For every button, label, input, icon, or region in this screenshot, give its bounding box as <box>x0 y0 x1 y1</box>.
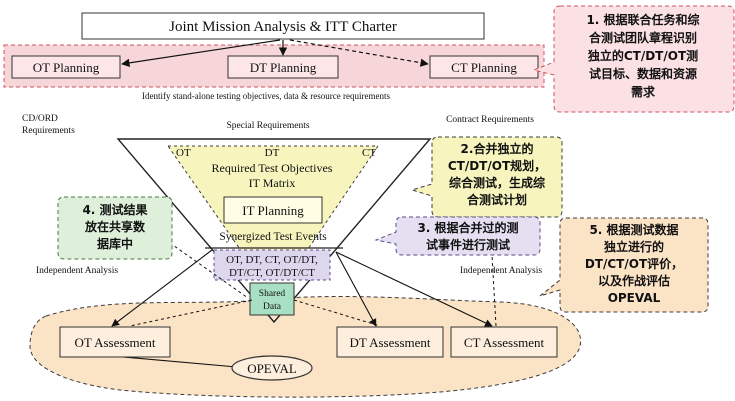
opeval-ellipse <box>231 355 313 381</box>
top-charter-box <box>81 12 485 40</box>
events-line-2: DT/CT, OT/DT/CT <box>229 267 315 279</box>
callout-5-line-3: DT/CT/OT评价， <box>585 257 683 271</box>
it-matrix-label: IT Matrix <box>249 176 296 190</box>
funnel-ot-label: OT <box>176 147 191 159</box>
callout-5-line-5: OPEVAL <box>608 291 661 305</box>
callout-1-line-3: 独立的CT/DT/OT测 <box>587 48 698 63</box>
callout-3-line-2: 试事件进行测试 <box>426 237 510 252</box>
shared-data-box <box>249 282 295 316</box>
callout-2-line-3: 综合测试，生成综 <box>449 175 545 190</box>
events-line-1: OT, DT, CT, OT/DT, <box>226 254 318 266</box>
funnel-ct-label: CT <box>362 147 376 159</box>
callout-4-line-1: 4. 测试结果 <box>82 202 147 217</box>
dashed-shared-to-ot <box>129 299 253 327</box>
dt-assessment-label: DT Assessment <box>349 335 430 350</box>
contract-requirements-label: Contract Requirements <box>446 115 534 125</box>
it-planning-label: IT Planning <box>242 203 304 218</box>
shared-data-line-2: Data <box>263 302 282 312</box>
ct-assessment-box <box>450 326 558 358</box>
ot-planning-box <box>11 55 121 79</box>
callout-1-line-1: 1. 根据联合任务和综 <box>586 12 699 27</box>
ct-planning-box <box>429 55 539 79</box>
callout-4-line-3: 据库中 <box>97 236 133 251</box>
callout-5-line-4: 以及作战评估 <box>598 273 670 288</box>
callout-5-line-1: 5. 根据测试数据 <box>589 222 678 237</box>
funnel-dt-label: DT <box>265 147 280 159</box>
special-requirements-label: Special Requirements <box>226 121 309 131</box>
independent-analysis-left: Independent Analysis <box>36 266 118 276</box>
callout-2-line-4: 合测试计划 <box>467 192 527 207</box>
line-to-dt-assessment <box>335 251 377 327</box>
test-events-box <box>213 249 331 281</box>
callout-2-line-2: CT/DT/OT规划， <box>448 158 546 173</box>
synergized-label: Synergized Test Events <box>219 231 327 243</box>
ct-planning-label: CT Planning <box>451 60 517 75</box>
funnel-triangle <box>116 138 432 324</box>
identify-text: Identify stand-alone testing objectives,… <box>142 91 390 101</box>
independent-analysis-right: Independent Analysis <box>460 266 542 276</box>
top-charter-label: Joint Mission Analysis & ITT Charter <box>169 19 397 35</box>
callout-5-bubble <box>539 217 709 313</box>
callout-4-bubble <box>57 196 173 260</box>
callout-3-bubble <box>374 216 541 256</box>
arrow-to-ot <box>121 39 281 68</box>
line-to-ct-assessment <box>335 251 493 327</box>
callout-1-line-2: 合测试团队章程识别 <box>589 30 697 45</box>
shared-data-line-1: Shared <box>259 289 286 299</box>
dashed-shared-to-dt <box>293 299 381 327</box>
arrow-to-ct <box>289 39 429 67</box>
callout-1-line-5: 需求 <box>631 84 656 99</box>
callout-5-line-2: 独立进行的 <box>603 239 664 254</box>
ct-assessment-label: CT Assessment <box>464 335 545 350</box>
dt-planning-label: DT Planning <box>250 60 317 75</box>
dt-assessment-box <box>336 326 444 358</box>
callout-4-line-2: 放在共享数 <box>84 219 146 234</box>
callout-2-line-1: 2.合并独立的 <box>461 141 534 156</box>
opeval-label: OPEVAL <box>247 361 297 376</box>
required-objectives-label: Required Test Objectives <box>212 161 333 175</box>
cd-ord-label: CD/ORD <box>22 114 58 124</box>
callout-3-line-1: 3. 根据合并过的测 <box>417 220 518 235</box>
requirements-label: Requirements <box>22 126 75 136</box>
callout-1-line-4: 试目标、数据和资源 <box>589 66 697 81</box>
ot-to-opeval <box>111 355 249 372</box>
line-to-ot-assessment <box>111 249 213 327</box>
dt-planning-box <box>227 55 339 79</box>
ot-assessment-label: OT Assessment <box>74 335 155 350</box>
it-planning-box <box>223 196 323 224</box>
ot-assessment-box <box>59 326 171 358</box>
ot-planning-label: OT Planning <box>33 60 100 75</box>
callout-1-bubble <box>532 5 735 113</box>
